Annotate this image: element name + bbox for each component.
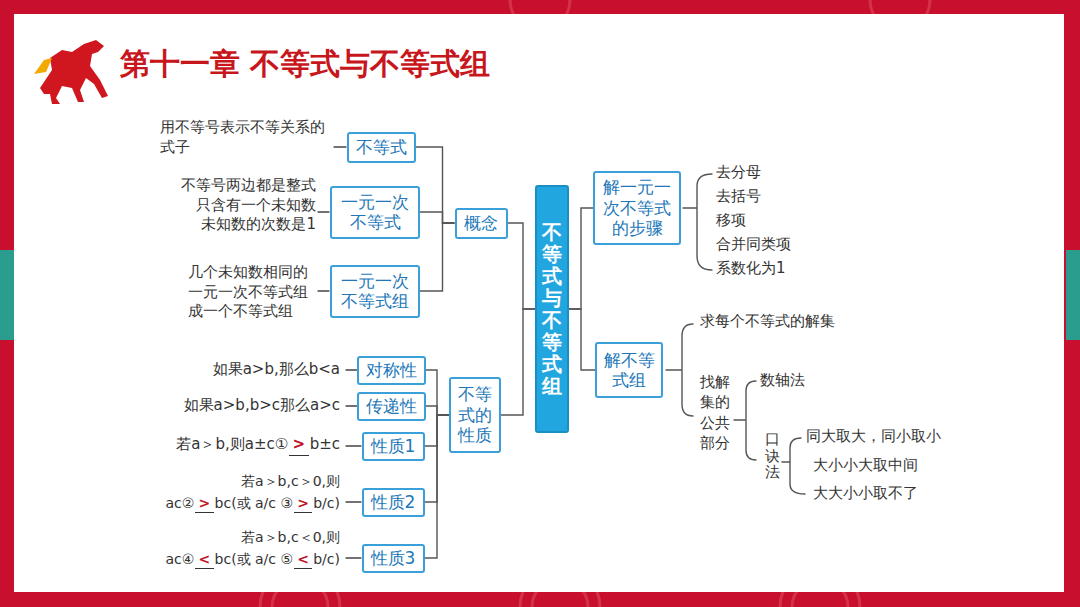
note-text: 大小小大取中间 xyxy=(813,456,918,474)
topic-box: 一元一次不等式组 xyxy=(330,265,420,318)
topic-box: 对称性 xyxy=(357,356,426,385)
label-group: 找解集的公共部分 xyxy=(700,372,732,453)
note-text: 若a＞b,c＞0,则 xyxy=(241,473,340,489)
panel xyxy=(14,14,1064,592)
note-text: b±c xyxy=(310,435,340,453)
note-text: 合并同类项 xyxy=(716,232,791,256)
label-group: 几个未知数相同的一元一次不等式组成一个不等式组 xyxy=(188,263,316,322)
topic-box: 概念 xyxy=(455,208,508,239)
topic-text: 不等式 xyxy=(356,137,407,157)
note-text: bc(或 a/c ⑤ xyxy=(215,551,294,567)
note-text: 若a＞b,则a±c① xyxy=(176,435,288,453)
branch-line xyxy=(501,309,535,415)
label-group: 如果a>b,b>c那么a>c xyxy=(184,396,340,416)
note-text: 找解集的公共部分 xyxy=(700,373,730,452)
central-topic: 不等式与不等式组 xyxy=(535,185,569,433)
brackets xyxy=(666,174,805,494)
note-text: ac② xyxy=(166,495,195,511)
answer-symbol: > xyxy=(289,435,309,456)
label-group: 大小小大取中间 xyxy=(813,456,918,476)
note-text: 同大取大，同小取小 xyxy=(806,427,941,445)
label-group: 大大小小取不了 xyxy=(813,484,918,504)
label-group: 用不等号表示不等关系的式子 xyxy=(160,118,330,157)
label-group: 同大取大，同小取小 xyxy=(806,427,941,447)
label-group: 去分母去括号移项合并同类项系数化为1 xyxy=(716,160,791,280)
label-group: 若a＞b,c＜0,则 xyxy=(241,528,340,546)
topic-text: 性质1 xyxy=(371,436,416,456)
topic-text: 传递性 xyxy=(366,396,417,416)
page-title: 第十一章 不等式与不等式组 xyxy=(120,44,490,85)
topic-text: 一元一次不等式组 xyxy=(341,271,409,312)
note-text: 如果a>b,那么b<a xyxy=(213,360,340,378)
label-group: ac②>bc(或 a/c ③>b/c) xyxy=(166,494,340,513)
branch-line xyxy=(425,415,450,558)
branch-line xyxy=(420,223,455,291)
topic-box: 性质3 xyxy=(362,544,425,573)
topic-box: 性质1 xyxy=(362,432,425,461)
topic-box: 不等式的性质 xyxy=(449,377,501,453)
branch-line xyxy=(508,223,536,309)
topic-text: 性质3 xyxy=(371,548,416,568)
note-text: ac④ xyxy=(166,551,195,567)
branch-line xyxy=(420,212,455,223)
side-ornament xyxy=(1066,250,1080,340)
topic-text: 不等式与不等式组 xyxy=(542,221,562,397)
answer-symbol: > xyxy=(195,494,213,513)
branch-line xyxy=(426,370,450,415)
note-text: 如果a>b,b>c那么a>c xyxy=(184,396,340,414)
note-text: 若a＞b,c＜0,则 xyxy=(241,529,340,545)
label-group: 若a＞b,c＞0,则 xyxy=(241,472,340,490)
label-group: 求每个不等式的解集 xyxy=(700,312,835,332)
branch-line xyxy=(426,406,450,415)
label-group: 不等号两边都是整式 只含有一个未知数 未知数的次数是1 xyxy=(166,176,316,235)
label-group: 若a＞b,则a±c①>b±c xyxy=(176,435,340,456)
note-text: 去括号 xyxy=(716,184,791,208)
note-text: 数轴法 xyxy=(760,371,805,389)
note-text: 口诀法 xyxy=(765,430,780,481)
note-text: 大大小小取不了 xyxy=(813,484,918,502)
branch-line xyxy=(569,309,595,370)
topic-text: 不等式的性质 xyxy=(458,384,492,445)
answer-symbol: < xyxy=(294,550,312,569)
topic-box: 性质2 xyxy=(362,488,425,517)
note-text: 求每个不等式的解集 xyxy=(700,312,835,330)
topic-box: 传递性 xyxy=(357,392,426,421)
topic-text: 解不等式组 xyxy=(604,350,655,391)
note-text: 系数化为1 xyxy=(716,256,791,280)
topic-box: 解不等式组 xyxy=(595,342,663,398)
note-text: b/c) xyxy=(313,495,340,511)
topic-box: 解一元一次不等式的步骤 xyxy=(593,171,681,245)
topic-box: 不等式 xyxy=(347,132,416,163)
topic-text: 一元一次不等式 xyxy=(341,192,409,233)
note-text: 移项 xyxy=(716,208,791,232)
branch-line xyxy=(569,208,593,309)
answer-symbol: > xyxy=(294,494,312,513)
topic-text: 解一元一次不等式的步骤 xyxy=(603,177,671,238)
label-group: ac④<bc(或 a/c ⑤<b/c) xyxy=(166,550,340,569)
topic-text: 对称性 xyxy=(366,360,417,380)
note-text: bc(或 a/c ③ xyxy=(215,495,294,511)
note-text: 几个未知数相同的一元一次不等式组成一个不等式组 xyxy=(188,263,308,320)
answer-symbol: < xyxy=(195,550,213,569)
topic-box: 一元一次不等式 xyxy=(330,186,420,239)
branch-line xyxy=(416,147,455,223)
side-ornament xyxy=(0,250,14,340)
note-text: 用不等号表示不等关系的式子 xyxy=(160,118,325,156)
topic-text: 概念 xyxy=(464,213,498,233)
label-group: 口诀法 xyxy=(765,431,780,481)
horse-icon xyxy=(34,40,108,104)
note-text: b/c) xyxy=(313,551,340,567)
note-text: 去分母 xyxy=(716,160,791,184)
note-text: 不等号两边都是整式 只含有一个未知数 未知数的次数是1 xyxy=(181,176,316,233)
topic-text: 性质2 xyxy=(371,492,416,512)
label-group: 数轴法 xyxy=(760,371,805,391)
label-group: 如果a>b,那么b<a xyxy=(213,360,340,380)
